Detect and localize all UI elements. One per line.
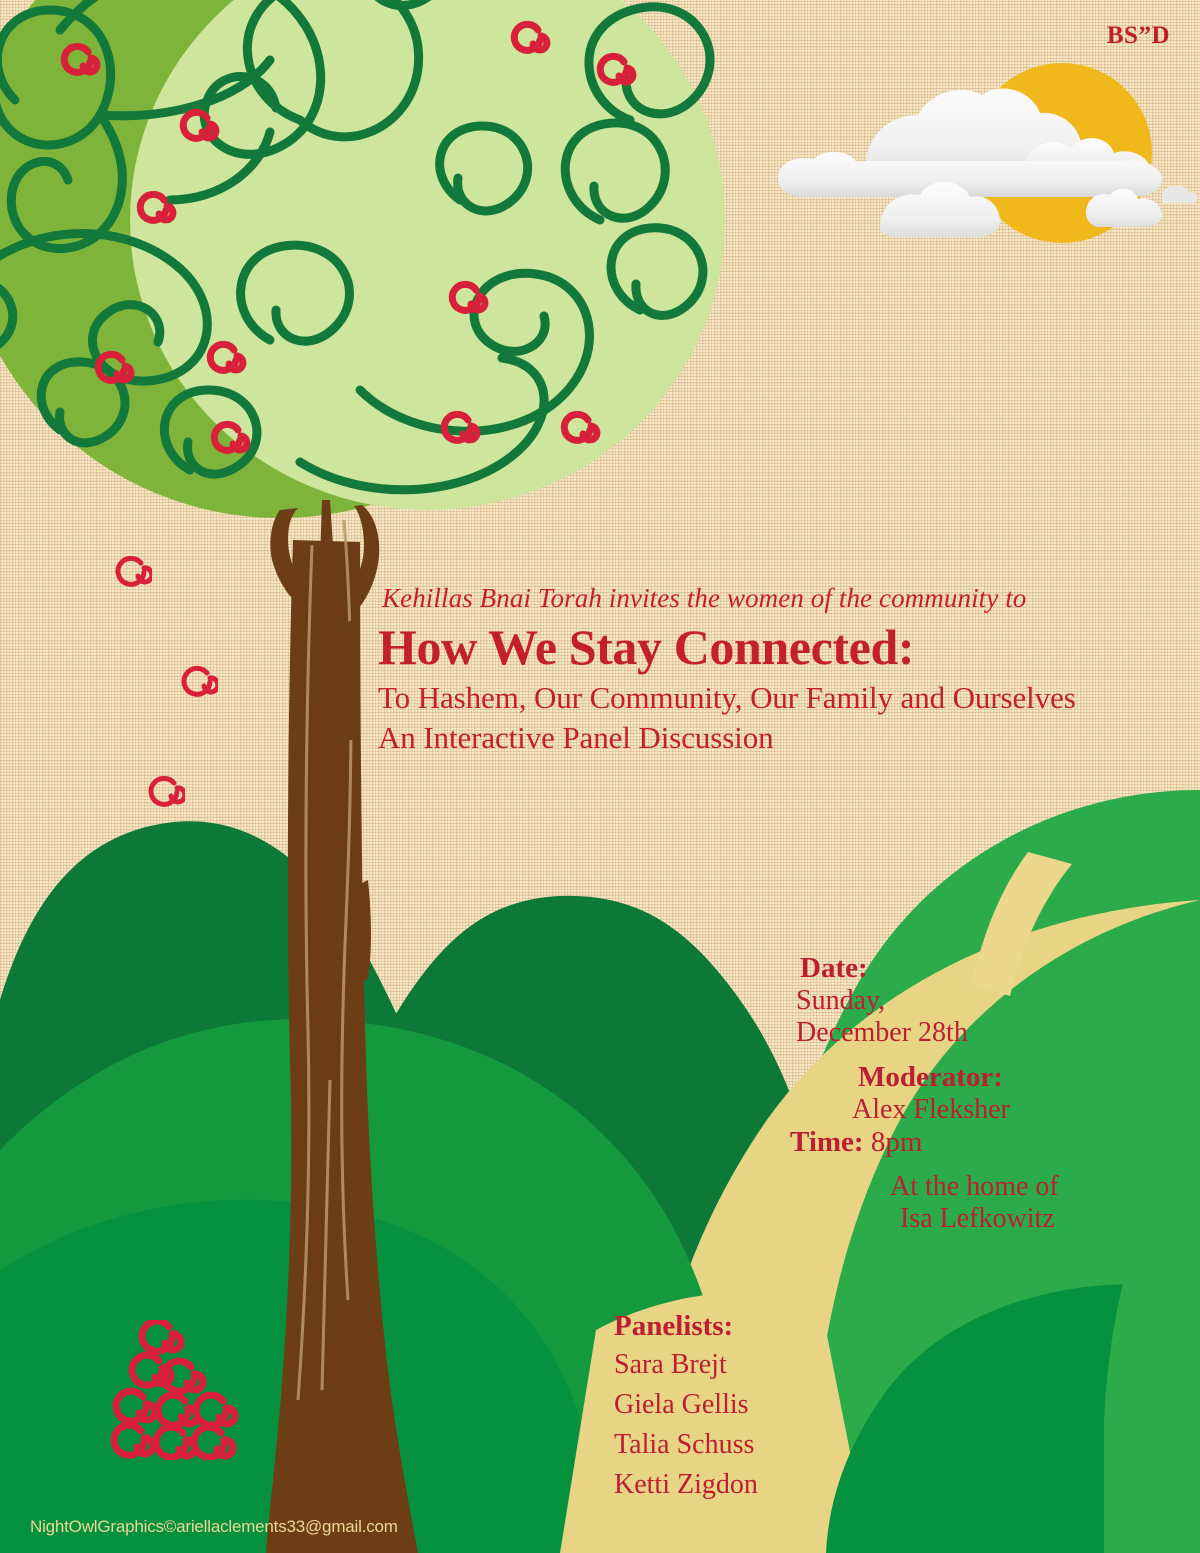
subtitle-line-2: An Interactive Panel Discussion [378, 719, 774, 755]
canopy-berries-icon [60, 20, 637, 454]
time-value: 8pm [863, 1126, 923, 1158]
bsd-marker: BS”D [1106, 22, 1170, 49]
falling-berry-icon-2 [181, 665, 218, 697]
venue-line-1: At the home of [890, 1171, 1059, 1202]
panelists-block: Panelists: Sara Brejt Giela Gellis Talia… [612, 1310, 942, 1509]
canopy-swirls-icon [0, 0, 715, 495]
falling-berry-icon-3 [148, 775, 185, 807]
detail-date: Date: Sunday, December 28th [790, 952, 1110, 1049]
hill-right-strip [1104, 1120, 1200, 1553]
time-label: Time: [790, 1126, 864, 1158]
invitation-kicker: Kehillas Bnai Torah invites the women of… [382, 583, 1027, 613]
panelists-label: Panelists: [614, 1310, 734, 1342]
date-value-line-1: Sunday, [796, 985, 886, 1016]
venue-line-2: Isa Lefkowitz [900, 1203, 1055, 1234]
tree-canopy-artwork [0, 0, 730, 570]
detail-venue: At the home of Isa Lefkowitz [790, 1171, 1110, 1235]
moderator-value: Alex Fleksher [852, 1094, 1010, 1125]
event-details-block: Date: Sunday, December 28th Moderator: A… [790, 952, 1110, 1235]
page-title: How We Stay Connected: [378, 619, 915, 675]
list-item: Talia Schuss [614, 1429, 755, 1460]
date-label: Date: [800, 952, 868, 984]
headline-block: Kehillas Bnai Torah invites the women of… [378, 583, 1178, 757]
detail-time: Time: 8pm [790, 1126, 1110, 1159]
cloud-cluster-icon [778, 88, 1198, 237]
fallen-berry-cluster-icon [110, 1320, 239, 1460]
moderator-label: Moderator: [858, 1061, 1003, 1093]
sun-and-clouds-artwork [770, 45, 1200, 255]
sand-sliver-upper-right [972, 852, 1072, 996]
date-value-line-2: December 28th [796, 1017, 968, 1048]
falling-berry-icon-1 [115, 555, 152, 587]
subtitle-line-1: To Hashem, Our Community, Our Family and… [378, 680, 1076, 715]
sand-wedge-panelists [560, 1292, 870, 1553]
list-item: Giela Gellis [614, 1389, 749, 1420]
detail-moderator: Moderator: Alex Fleksher [790, 1061, 1110, 1126]
designer-credit: NightOwlGraphics©ariellaclements33@gmail… [30, 1517, 398, 1536]
list-item: Sara Brejt [614, 1349, 727, 1380]
list-item: Ketti Zigdon [614, 1469, 758, 1500]
